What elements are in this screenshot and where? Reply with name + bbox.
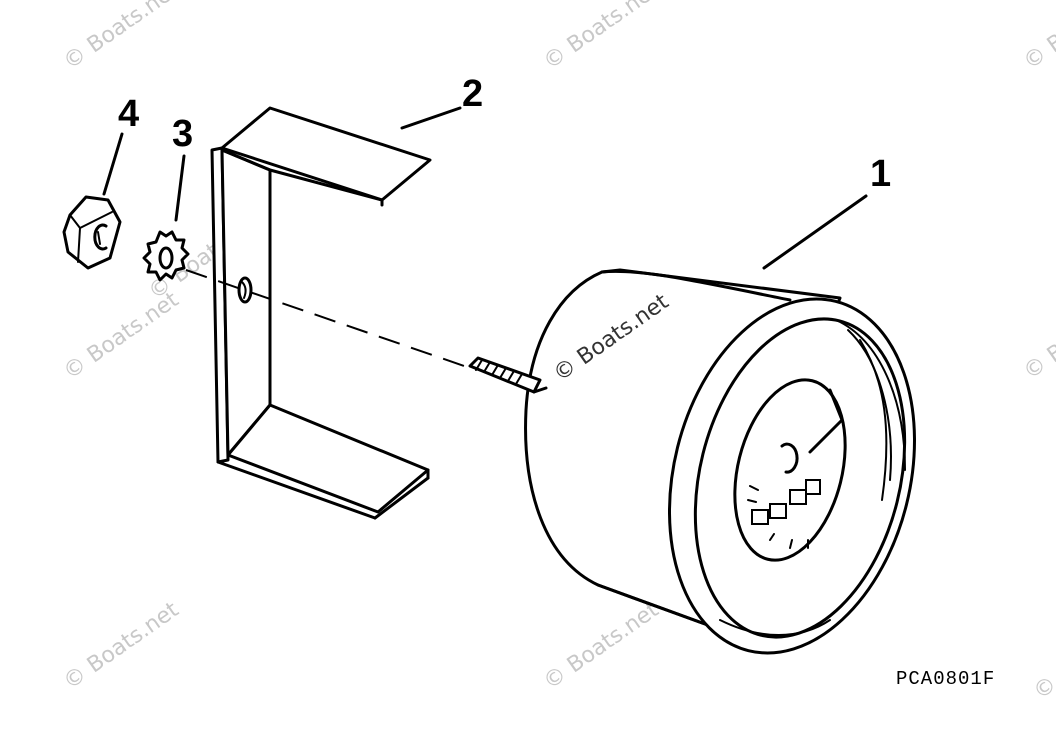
watermark: © Boats.net (1019, 287, 1056, 385)
watermark: © Boats.net (59, 0, 184, 75)
watermark: © Boats.net (539, 597, 664, 695)
watermark: © Boats.net (1019, 0, 1056, 75)
leader-lines (102, 106, 868, 270)
leader-line-4 (102, 132, 124, 196)
watermark: © Boats.net (59, 597, 184, 695)
hex-nut (62, 195, 122, 270)
threaded-stud (468, 356, 548, 394)
callout-part-2: 2 (462, 73, 483, 115)
lock-washer (142, 230, 190, 282)
assembly-axis-line (185, 269, 471, 369)
watermark: © Boats.net (1029, 607, 1056, 705)
gauge (468, 268, 916, 655)
watermark: © Boats.net (539, 0, 664, 75)
callout-part-3: 3 (172, 113, 193, 155)
leader-line-1 (762, 194, 868, 270)
u-bracket (210, 106, 432, 520)
diagram-reference-code: PCA0801F (896, 668, 995, 690)
leader-line-3 (174, 154, 186, 222)
callout-part-1: 1 (870, 153, 891, 195)
callout-part-4: 4 (118, 93, 139, 135)
watermark: © Boats.net (59, 287, 184, 385)
leader-line-2 (400, 106, 462, 130)
